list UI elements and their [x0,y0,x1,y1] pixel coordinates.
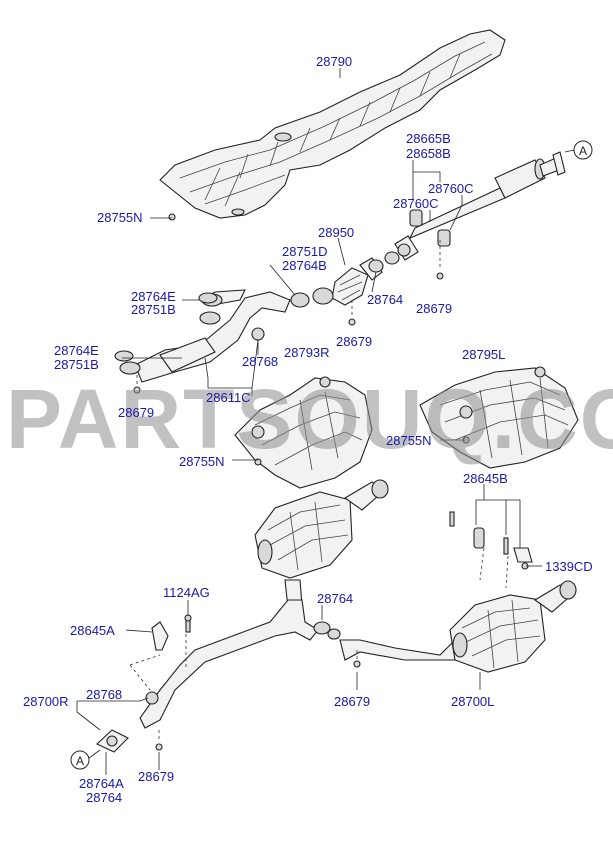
bracket-28645A[interactable] [151,621,169,651]
label-28764B[interactable]: 28764B [282,258,327,273]
label-28764E-a[interactable]: 28764E [131,289,176,304]
label-28700L[interactable]: 28700L [451,694,494,709]
label-1339CD[interactable]: 1339CD [545,559,593,574]
gasket-28764A[interactable] [96,729,129,753]
label-1124AG[interactable]: 1124AG [163,585,210,600]
label-28751B-b[interactable]: 28751B [54,357,99,372]
label-28793R[interactable]: 28793R [284,345,330,360]
label-28760C-a[interactable]: 28760C [428,181,474,196]
watermark-text: PARTSOUQ.COM [6,372,613,466]
label-28611C[interactable]: 28611C [206,390,251,405]
hanger-rubber-28768-low[interactable] [145,691,159,705]
gasket-28764-low[interactable] [313,621,341,640]
rear-muffler-28700L[interactable] [339,580,577,673]
label-28755N-mid[interactable]: 28755N [179,454,225,469]
label-28679-left[interactable]: 28679 [118,405,154,420]
label-28679-mid[interactable]: 28679 [336,334,372,349]
label-28645A[interactable]: 28645A [70,623,115,638]
hanger-rubber-28760C-b[interactable] [409,209,423,227]
ref-marker-a-top: A [564,140,593,160]
label-28764A[interactable]: 28764A [79,776,124,791]
label-28665B[interactable]: 28665B [406,131,451,146]
label-28950[interactable]: 28950 [318,225,354,240]
label-28768-low[interactable]: 28768 [86,687,122,702]
heat-shield-28793R[interactable] [234,376,373,489]
ref-marker-a-bottom: A [70,749,101,770]
label-28764-low[interactable]: 28764 [317,591,353,606]
label-28751B-a[interactable]: 28751B [131,302,176,317]
label-28760C-b[interactable]: 28760C [393,196,439,211]
heat-shield-28795L[interactable] [419,366,579,469]
label-28700R[interactable]: 28700R [23,694,69,709]
label-28795L[interactable]: 28795L [462,347,505,362]
hanger-rubber-28768[interactable] [251,327,265,341]
svg-text:A: A [579,144,587,158]
label-28645B[interactable]: 28645B [463,471,508,486]
label-28755N-right[interactable]: 28755N [386,433,432,448]
label-28764-mid[interactable]: 28764 [367,292,403,307]
label-28751D[interactable]: 28751D [282,244,328,259]
rear-muffler-28700R[interactable] [139,479,389,729]
svg-text:A: A [76,754,84,768]
label-28764-bottom[interactable]: 28764 [86,790,122,805]
bolt-1124AG[interactable] [184,614,192,633]
label-28790[interactable]: 28790 [316,54,352,69]
hanger-28645B[interactable] [449,511,533,563]
center-muffler-assembly[interactable] [394,151,566,261]
label-28658B[interactable]: 28658B [406,146,451,161]
label-28768-mid[interactable]: 28768 [242,354,278,369]
hanger-rubber-28760C[interactable] [437,229,451,247]
label-28755N-top[interactable]: 28755N [97,210,143,225]
heat-shield-28790[interactable] [159,29,506,219]
gaskets-upper[interactable] [114,251,400,362]
label-28679-right[interactable]: 28679 [416,301,452,316]
label-28764E-b[interactable]: 28764E [54,343,99,358]
catalytic-converter-28950[interactable] [290,257,383,308]
label-28679-low[interactable]: 28679 [334,694,370,709]
label-28679-bottom[interactable]: 28679 [138,769,174,784]
